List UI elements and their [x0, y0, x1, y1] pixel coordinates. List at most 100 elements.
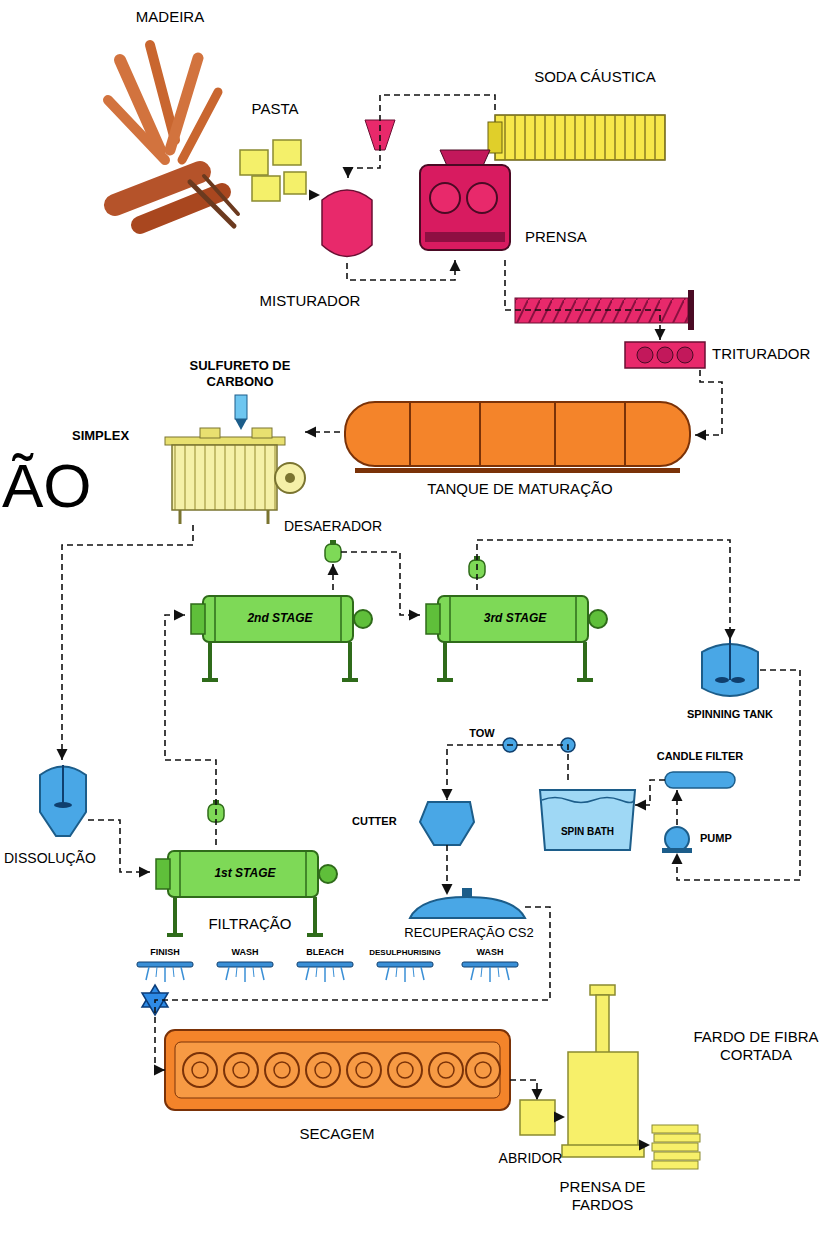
flow-line [510, 1080, 537, 1100]
flow-line [332, 564, 334, 590]
churn-leg [179, 510, 182, 524]
opener [520, 1100, 555, 1135]
equipment-label: MADEIRA [95, 8, 245, 26]
feed-label: SULFURETO DE CARBONO [180, 358, 300, 389]
flow-line [695, 370, 722, 435]
bath-tank [540, 790, 635, 850]
pump-casing [665, 827, 689, 851]
fibre-bale [652, 1125, 700, 1169]
spray-bar [297, 962, 353, 982]
group-label: FILTRAÇÃO [195, 915, 305, 933]
dryer-drum [429, 1053, 463, 1087]
flow-line [555, 1116, 565, 1118]
conveyor-end [688, 290, 694, 330]
filter-press: 3rd STAGE [420, 590, 610, 648]
bale-press [562, 985, 644, 1157]
press-machine: PRENSA [415, 150, 515, 260]
bale-layer [652, 1125, 698, 1133]
agitator-shaft [729, 640, 731, 680]
equipment-label: PUMP [700, 832, 750, 845]
equipment-label: DISSOLUÇÃO [4, 850, 112, 867]
dissolution-tank [40, 765, 86, 836]
flow-line [165, 615, 216, 845]
pulp-block [240, 150, 268, 175]
dryer-body [165, 1030, 510, 1110]
wood-pile [108, 45, 238, 226]
filter-press [156, 851, 337, 937]
stick [204, 176, 238, 214]
roller [467, 183, 497, 213]
dryer-drum [347, 1053, 381, 1087]
dissolution-tank: DISSOLUÇÃO [38, 760, 88, 838]
equipment-label: TRITURADOR [712, 345, 836, 363]
spinning-tank: SPINNING TANK [700, 640, 760, 702]
branch [108, 100, 165, 160]
equipment-label: CUTTER [352, 815, 414, 828]
filter-press: 2nd STAGE [185, 590, 375, 648]
filter-press [426, 596, 607, 682]
equipment-label: 2nd STAGE [215, 611, 345, 625]
churn-wheel [275, 463, 305, 493]
tank-band [554, 403, 556, 465]
agitator-blade [731, 677, 745, 683]
spray-label: WASH [450, 947, 530, 958]
equipment-label: TANQUE DE MATURAÇÃO [400, 480, 640, 498]
shredder: TRITURADOR [625, 340, 705, 370]
branch [150, 45, 175, 140]
spray-bar [462, 962, 518, 982]
agitator-blade [54, 802, 72, 808]
recovery-hood [410, 897, 525, 918]
spray-label: FINISH [125, 947, 205, 958]
simplex-churn: SIMPLEX [165, 425, 305, 525]
flow-line [677, 670, 800, 880]
pulp-block [284, 172, 306, 194]
pump [662, 827, 692, 853]
equipment-label: SODA CÁUSTICA [520, 68, 670, 86]
simplex-churn [165, 428, 305, 524]
tank-band [479, 403, 481, 465]
churn-inlet [200, 428, 220, 438]
tank-rail [355, 468, 680, 473]
caustic-soda-tank [488, 115, 665, 160]
pump: PUMP [660, 825, 694, 853]
flow-line [505, 260, 660, 340]
dryer-drum [306, 1053, 340, 1087]
candle-filter: CANDLE FILTER [665, 770, 735, 790]
bath-liquid [542, 798, 634, 803]
blade [637, 347, 653, 363]
churn-inlet [252, 428, 272, 438]
deaerator [325, 540, 341, 562]
flow-line [676, 790, 678, 825]
spray-label: DESULPHURISING [365, 948, 445, 958]
shredder [625, 342, 705, 368]
press-body [420, 165, 510, 250]
dryer-drum [224, 1053, 258, 1087]
flow-line [341, 552, 420, 615]
flow-line [305, 431, 340, 433]
spray-bar [377, 962, 433, 982]
tank-band [624, 403, 626, 465]
pulp-block [273, 140, 301, 165]
equipment-label: 1st STAGE [180, 866, 310, 880]
caustic-soda-tank: SODA CÁUSTICA [488, 110, 668, 165]
mixer-tank: MISTURADOR [320, 178, 375, 263]
pulp-block [252, 176, 280, 201]
equipment-label: CANDLE FILTER [640, 750, 760, 763]
churn-leg [267, 510, 270, 524]
press-cap [590, 985, 615, 995]
flow-line [635, 780, 665, 805]
deaerator: DESAERADOR [325, 540, 341, 564]
equipment-label: 3rd STAGE [450, 611, 580, 625]
tank-body [345, 402, 690, 466]
dryer-drum [466, 1053, 500, 1087]
cs2-recovery: RECUPERAÇÃO CS2 [410, 895, 525, 920]
equipment-label: PASTA [235, 100, 315, 118]
equipment-label: ABRIDOR [483, 1150, 578, 1167]
pulp-sheets: PASTA [235, 135, 310, 205]
recovery-knob [462, 888, 472, 897]
agitator-blade [715, 677, 729, 683]
dryer-drum [183, 1053, 217, 1087]
spray-label: BLEACH [285, 947, 365, 958]
flow-line [347, 260, 455, 280]
flow-line [447, 745, 568, 800]
